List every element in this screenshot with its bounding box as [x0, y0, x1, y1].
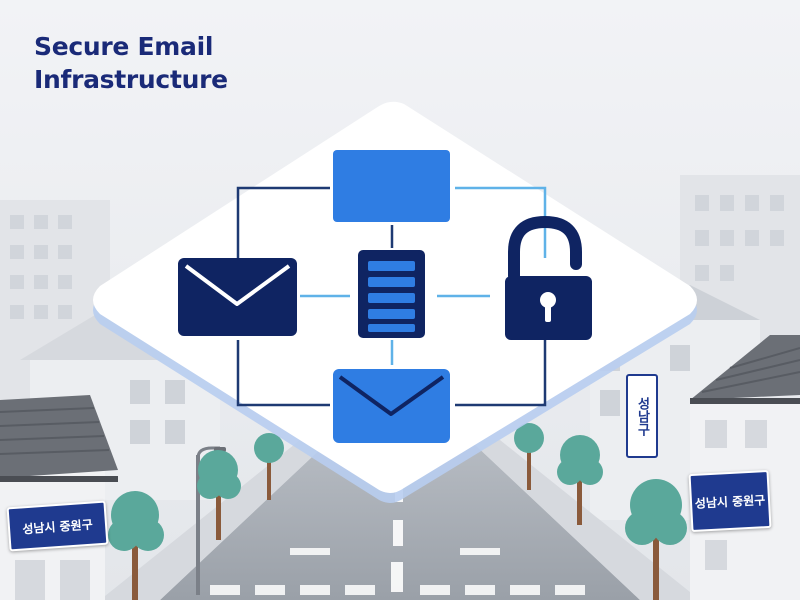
title-line-1: Secure Email — [34, 32, 214, 61]
window-icon — [333, 150, 450, 222]
page-title: Secure Email Infrastructure — [34, 30, 228, 96]
envelope-icon — [178, 258, 297, 336]
street-sign-left: 성남시 중원구 — [6, 500, 109, 552]
building-left-far — [0, 200, 110, 400]
envelope-icon-secondary — [333, 369, 450, 443]
title-line-2: Infrastructure — [34, 65, 228, 94]
server-icon — [358, 250, 425, 338]
building-left-near — [0, 395, 118, 600]
street-sign-right: 성남시 중원구 — [688, 469, 772, 533]
connectors — [236, 186, 547, 407]
street-sign-vertical: 성남구 — [626, 374, 658, 458]
padlock-icon — [505, 215, 592, 340]
trees — [108, 423, 687, 600]
